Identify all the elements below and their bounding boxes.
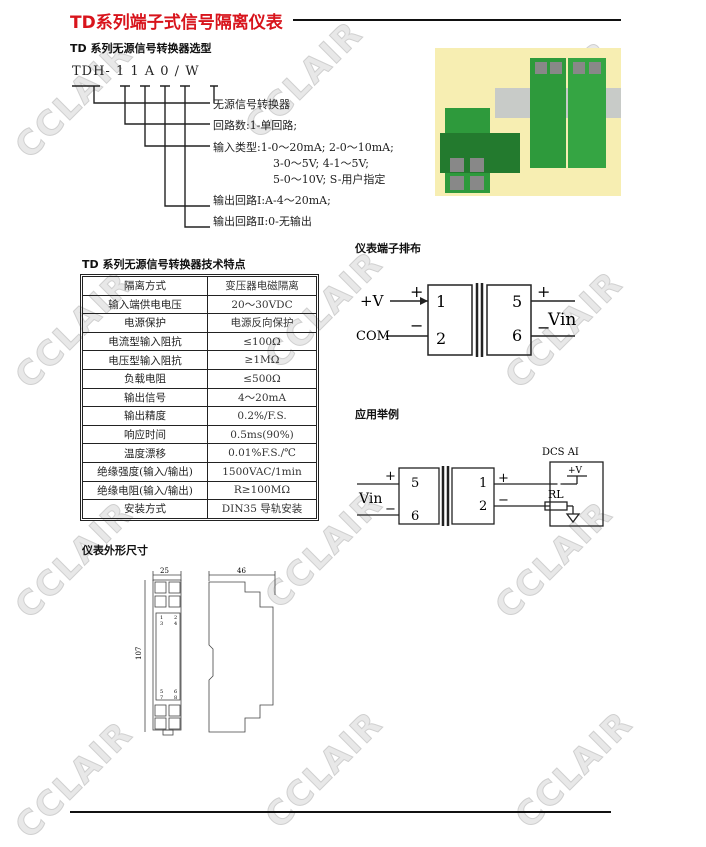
plus-sign: +: [410, 282, 423, 301]
dcs-ai-label: DCS AI: [542, 447, 579, 458]
spec-name: 负载电阻: [82, 368, 208, 389]
terminal-6: 6: [411, 509, 419, 524]
spec-value: 0.5ms(90%): [207, 424, 317, 445]
minus-sign: −: [537, 318, 550, 337]
minus-sign: −: [385, 502, 396, 517]
com-label: COM: [356, 329, 390, 344]
spec-value: 1500VAC/1min: [207, 461, 317, 482]
spec-value: R≥100MΩ: [207, 480, 317, 501]
pin-label: 3: [160, 621, 163, 627]
terminal-1: 1: [479, 476, 487, 491]
spec-value: 变压器电磁隔离: [207, 276, 317, 296]
terminal-6: 6: [512, 326, 522, 345]
product-photo: [435, 48, 621, 196]
spec-name: 电压型输入阻抗: [82, 350, 208, 370]
title-divider: [293, 19, 621, 21]
table-row: 电压型输入阻抗≥1MΩ: [82, 350, 317, 370]
pin-label: 5: [160, 689, 163, 695]
spec-value: DIN35 导轨安装: [207, 499, 317, 519]
page-title: TD系列端子式信号隔离仪表: [70, 13, 283, 33]
model-code: TDH- 1 1 A 0 / W: [72, 64, 200, 79]
table-row: 电源保护电源反向保护: [82, 313, 317, 333]
spec-name: 输入端供电电压: [82, 294, 208, 315]
pin-label: 2: [174, 615, 177, 621]
option-output-2: 输出回路Ⅱ:0-无输出: [213, 215, 312, 228]
depth-dimension: 46: [237, 567, 246, 575]
terminal-2: 2: [436, 329, 446, 348]
terminal-2: 2: [479, 499, 487, 514]
model-code-tree: [72, 85, 218, 228]
table-row: 隔离方式变压器电磁隔离: [82, 276, 317, 296]
dimension-drawing: 25 46 107 1 2 3 4 5 6 7 8: [135, 567, 276, 736]
spec-value: 4～20mA: [207, 387, 317, 408]
table-row: 绝缘电阻(输入/输出)R≥100MΩ: [82, 480, 317, 501]
footer-divider: [70, 811, 611, 813]
spec-name: 绝缘电阻(输入/输出): [82, 480, 208, 501]
spec-name: 安装方式: [82, 499, 208, 519]
watermark: CCLAIR: [507, 703, 642, 837]
option-input-type-2: 3-0～5V; 4-1～5V;: [273, 157, 370, 170]
minus-sign: −: [410, 316, 423, 335]
plus-sign: +: [537, 282, 550, 301]
spec-value: 电源反向保护: [207, 313, 317, 333]
width-dimension: 25: [160, 567, 169, 575]
vin-label: Vin: [358, 491, 382, 507]
option-output-1: 输出回路Ⅰ:A-4～20mA;: [213, 194, 331, 207]
plus-v-label: +V: [360, 292, 385, 310]
table-row: 负载电阻≤500Ω: [82, 368, 317, 389]
option-input-type: 输入类型:1-0～20mA; 2-0～10mA;: [213, 141, 394, 154]
spec-value: ≤100Ω: [207, 331, 317, 352]
spec-name: 隔离方式: [82, 276, 208, 296]
pin-label: 7: [160, 695, 163, 701]
spec-value: 0.2%/F.S.: [207, 406, 317, 426]
spec-value: ≤500Ω: [207, 368, 317, 389]
minus-sign: −: [498, 493, 509, 508]
product-illustration: [440, 58, 621, 193]
table-row: 绝缘强度(输入/输出)1500VAC/1min: [82, 461, 317, 482]
rl-label: RL: [548, 488, 564, 501]
terminal-5: 5: [411, 476, 419, 491]
height-dimension: 107: [135, 647, 143, 660]
specs-heading: TD 系列无源信号转换器技术特点: [82, 258, 246, 271]
spec-name: 响应时间: [82, 424, 208, 445]
spec-value: 0.01%F.S./℃: [207, 443, 317, 463]
application-heading: 应用举例: [355, 408, 399, 421]
spec-name: 电源保护: [82, 313, 208, 333]
option-converter: 无源信号转换器: [213, 98, 290, 111]
pin-label: 6: [174, 689, 177, 695]
table-row: 电流型输入阻抗≤100Ω: [82, 331, 317, 352]
terminal-5: 5: [512, 292, 522, 311]
spec-value: ≥1MΩ: [207, 350, 317, 370]
terminals-heading: 仪表端子排布: [355, 242, 421, 255]
spec-name: 输出信号: [82, 387, 208, 408]
spec-name: 输出精度: [82, 406, 208, 426]
plus-sign: +: [498, 471, 509, 486]
vin-label: Vin: [547, 310, 576, 330]
plus-v-label: +V: [568, 466, 583, 476]
option-loops: 回路数:1-单回路;: [213, 119, 298, 132]
terminal-1: 1: [436, 292, 446, 311]
plus-sign: +: [385, 469, 396, 484]
dimensions-heading: 仪表外形尺寸: [82, 544, 148, 557]
pin-label: 4: [174, 621, 177, 627]
pin-label: 8: [174, 695, 177, 701]
spec-name: 电流型输入阻抗: [82, 331, 208, 352]
terminal-layout-diagram: +V COM + − 1 2 5 6 + − Vin: [356, 282, 576, 357]
pin-label: 1: [160, 615, 163, 621]
spec-name: 温度漂移: [82, 443, 208, 463]
spec-value: 20～30VDC: [207, 294, 317, 315]
selection-heading: TD 系列无源信号转换器选型: [70, 42, 212, 55]
option-input-type-3: 5-0～10V; S-用户指定: [273, 173, 386, 186]
application-diagram: DCS AI +V RL Vin + − 5 6 1 2 + −: [357, 447, 604, 527]
spec-name: 绝缘强度(输入/输出): [82, 461, 208, 482]
